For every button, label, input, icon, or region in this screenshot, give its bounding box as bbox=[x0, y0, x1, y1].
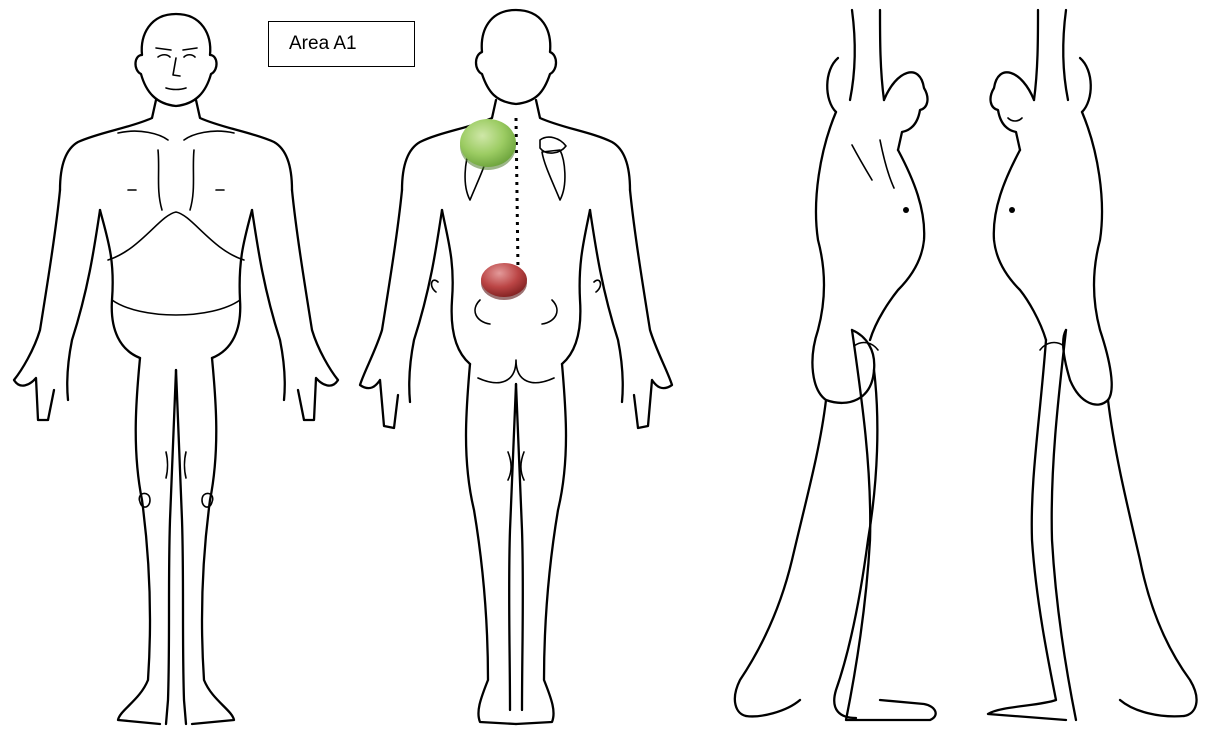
marker-upper-back-green bbox=[460, 119, 516, 170]
side-view-left-figure bbox=[988, 10, 1197, 720]
front-view-figure bbox=[14, 14, 338, 724]
marker-lower-back-red bbox=[481, 263, 527, 300]
side-view-right-figure bbox=[735, 10, 936, 720]
back-view-figure bbox=[360, 10, 672, 724]
